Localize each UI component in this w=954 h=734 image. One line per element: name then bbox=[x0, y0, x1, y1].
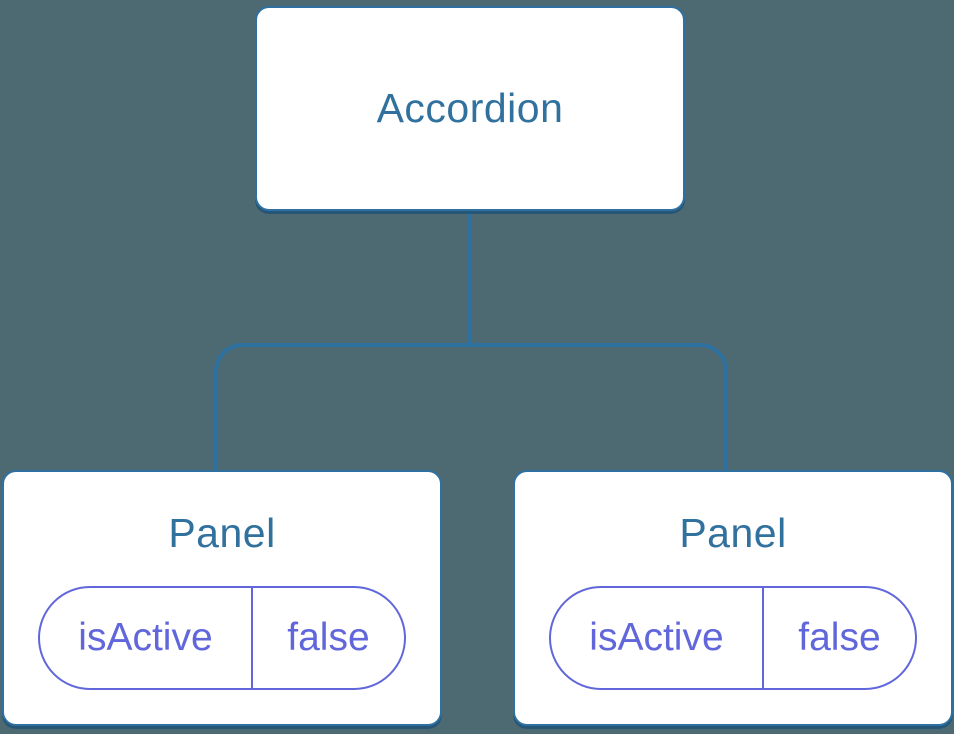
state-value-label: false bbox=[287, 616, 370, 659]
tree-node-accordion: Accordion bbox=[255, 6, 685, 211]
root-to-bracket-connector-line bbox=[467, 210, 472, 346]
bracket-connector-line bbox=[214, 343, 728, 471]
state-pill: isActive false bbox=[38, 586, 406, 690]
state-value-label: false bbox=[798, 616, 881, 659]
state-key-label: isActive bbox=[551, 588, 764, 688]
state-pill: isActive false bbox=[549, 586, 917, 690]
panel-node-label: Panel bbox=[168, 510, 276, 556]
accordion-node-label: Accordion bbox=[376, 85, 564, 131]
tree-node-panel-left: Panel isActive false bbox=[2, 470, 442, 726]
tree-node-panel-right: Panel isActive false bbox=[513, 470, 953, 726]
panel-node-label: Panel bbox=[679, 510, 787, 556]
state-key-label: isActive bbox=[40, 588, 253, 688]
